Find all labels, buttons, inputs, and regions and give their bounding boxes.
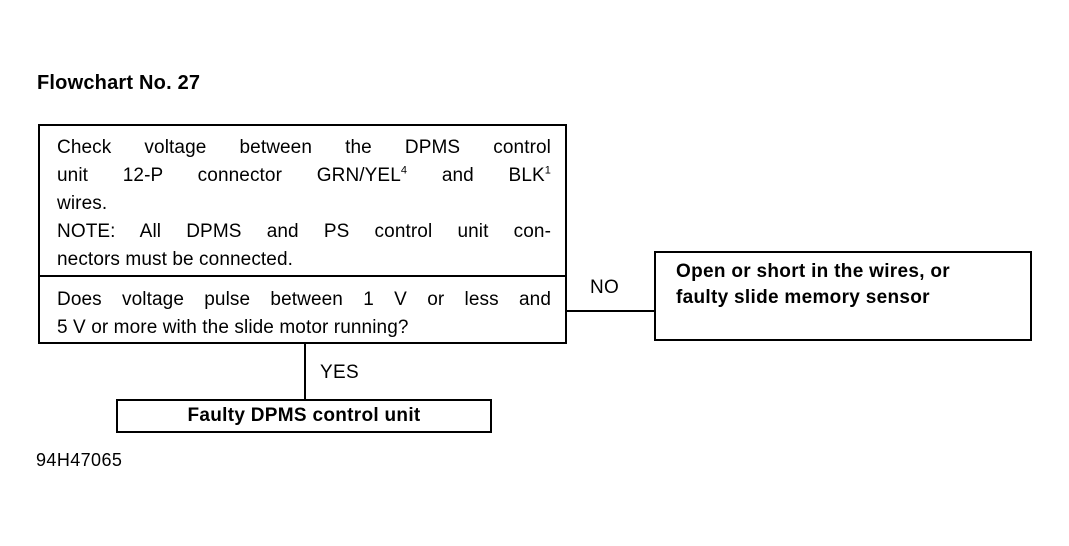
outcome-yes-label: Faulty DPMS control unit <box>187 405 421 426</box>
blk-superscript: 1 <box>544 164 551 177</box>
outcome-no-line-2: faulty slide memory sensor <box>676 287 930 308</box>
instruction-line-3: wires. <box>57 193 108 214</box>
instruction-line-2: unit 12-P connector GRN/YEL4 and BLK1 <box>57 162 551 190</box>
figure-id: 94H47065 <box>36 450 123 470</box>
outcome-box-yes: Faulty DPMS control unit <box>116 399 492 433</box>
connector-no-branch <box>565 310 656 312</box>
branch-label-no: NO <box>590 277 620 298</box>
outcome-no-line-1: Open or short in the wires, or <box>676 261 950 282</box>
instruction-line-1: Check voltage between the DPMS control <box>57 137 551 158</box>
instruction-section: Check voltage between the DPMS control u… <box>40 126 565 277</box>
instruction-line-2-text-b: and BLK <box>407 165 545 186</box>
question-line-1: Does voltage pulse between 1 V or less a… <box>57 289 551 310</box>
main-decision-box: Check voltage between the DPMS control u… <box>38 124 567 344</box>
question-section: Does voltage pulse between 1 V or less a… <box>40 277 565 344</box>
instruction-note-line-2: nectors must be connected. <box>57 249 294 270</box>
branch-label-yes: YES <box>320 362 359 383</box>
grn-yel-superscript: 4 <box>400 164 408 177</box>
question-line-2: 5 V or more with the slide motor running… <box>57 317 409 338</box>
instruction-note-line-1: NOTE: All DPMS and PS control unit con- <box>57 221 551 242</box>
connector-yes-branch <box>304 342 306 401</box>
outcome-box-no: Open or short in the wires, or faulty sl… <box>654 251 1032 341</box>
instruction-line-2-text-a: unit 12-P connector GRN/YEL <box>57 165 401 186</box>
page-title: Flowchart No. 27 <box>37 72 201 94</box>
